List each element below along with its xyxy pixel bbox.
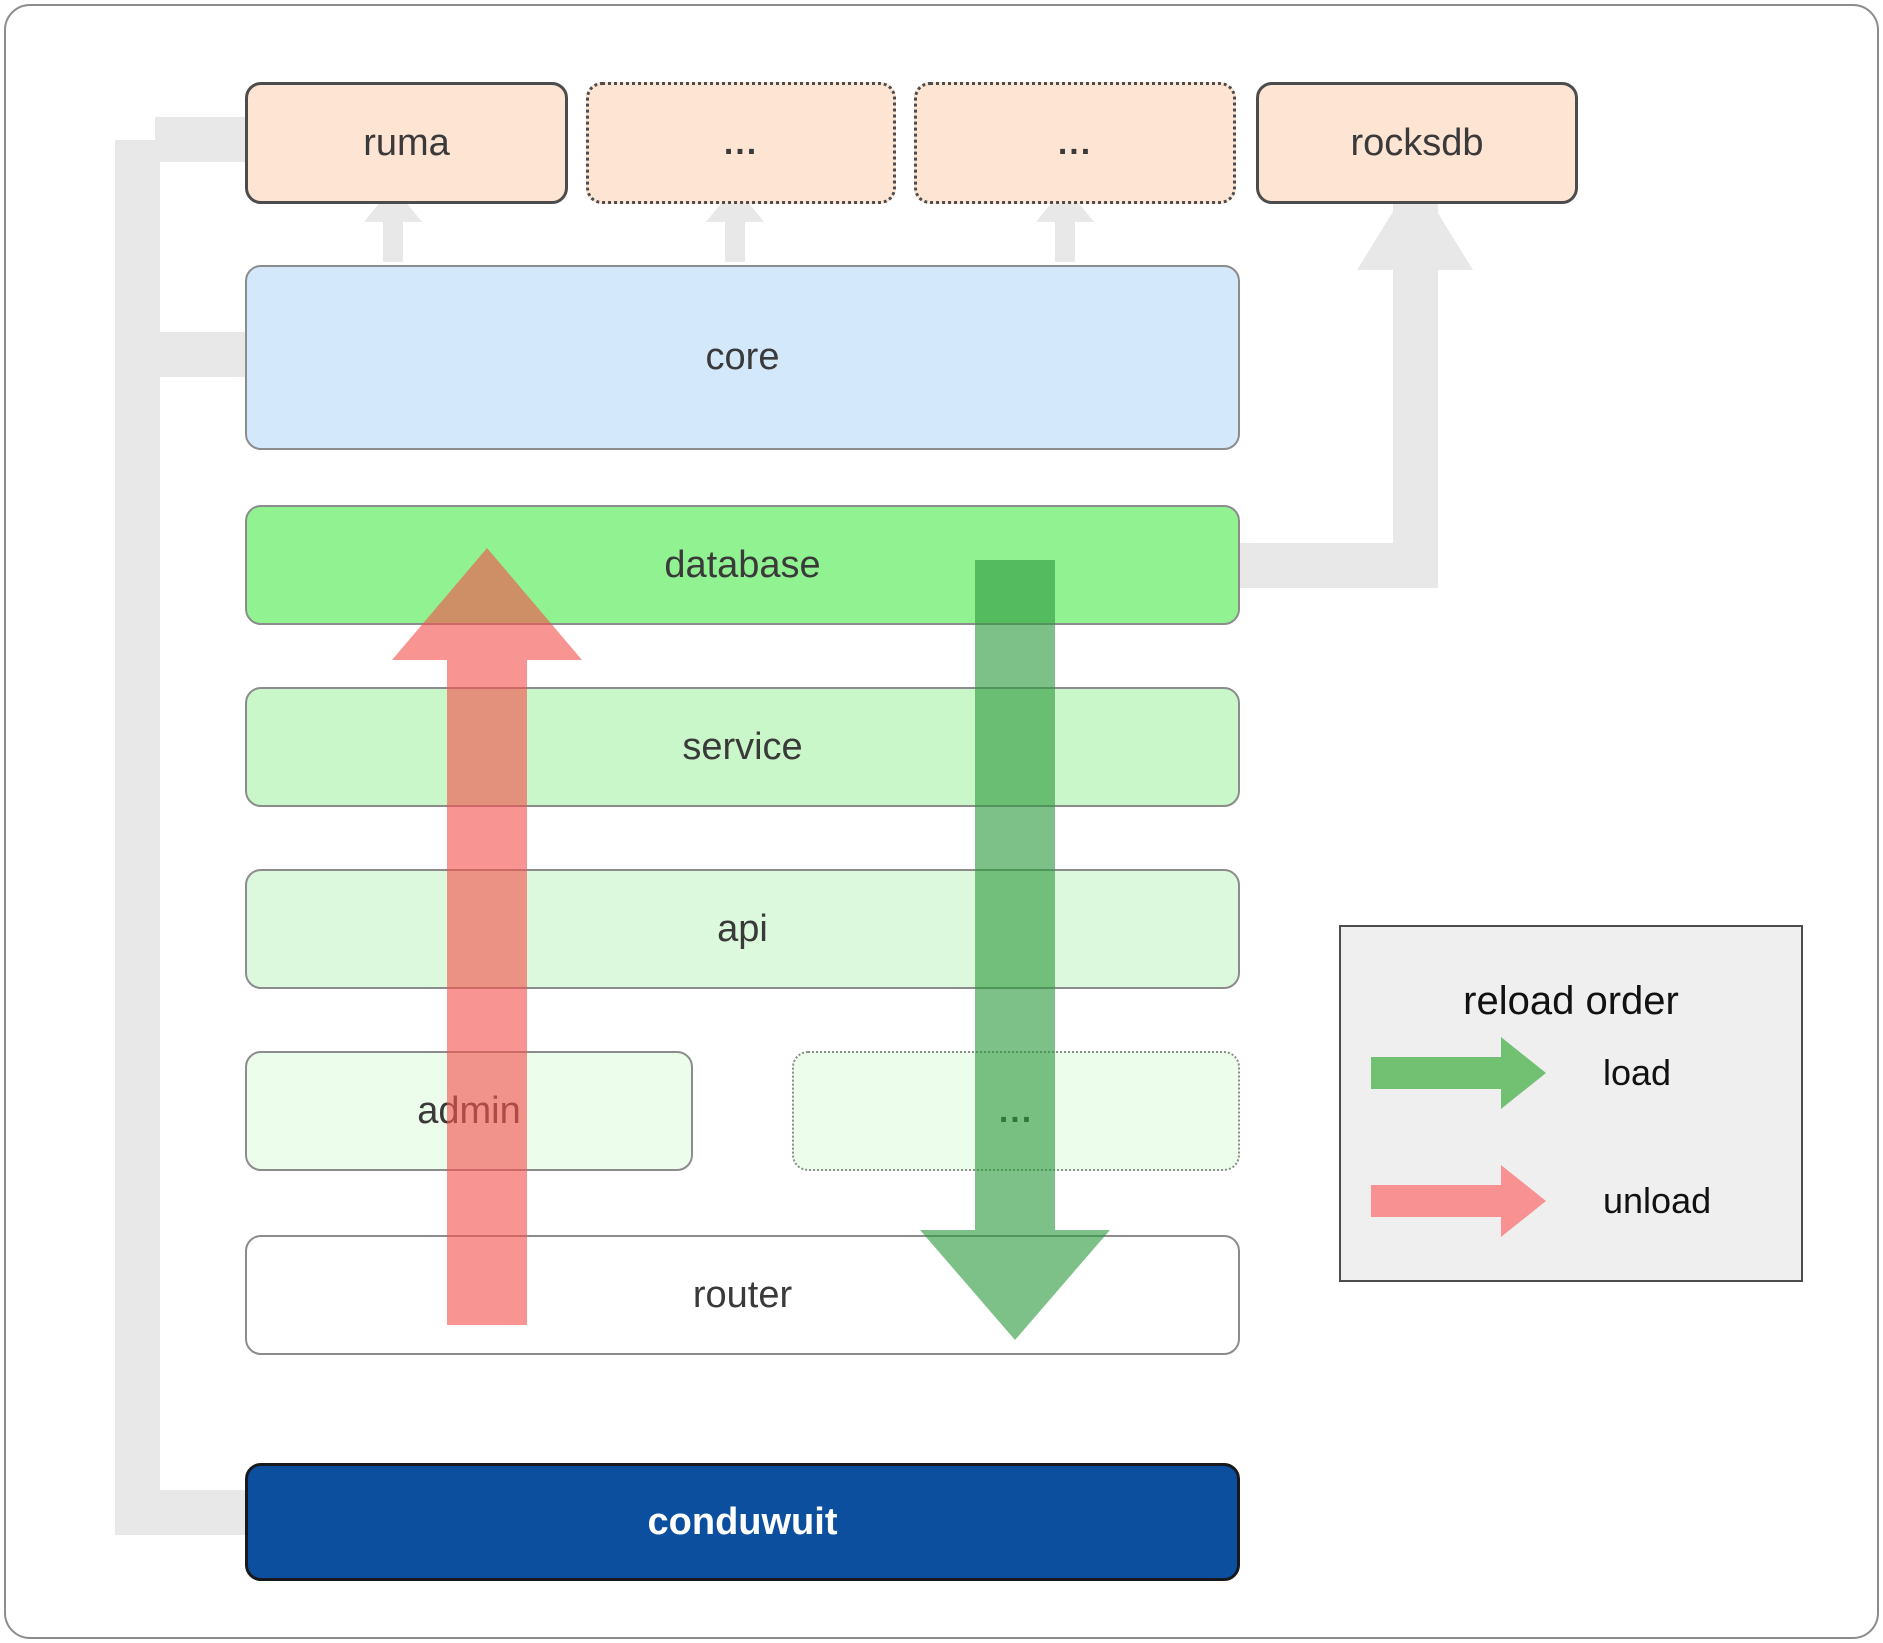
legend-swatches <box>1371 1037 1546 1237</box>
diagram-frame <box>4 4 1879 1639</box>
dependency-box-ellipsis-2[interactable]: ... <box>914 82 1236 204</box>
legend-label-load: load <box>1603 1052 1672 1093</box>
layer-box-ellipsis[interactable]: ... <box>792 1051 1240 1171</box>
app-box-conduwuit[interactable]: conduwuit <box>245 1463 1240 1581</box>
legend-panel: reload order load unload <box>1339 925 1803 1282</box>
layer-box-router[interactable]: router <box>245 1235 1240 1355</box>
legend-load-arrow-icon <box>1371 1037 1546 1109</box>
dependency-box-ellipsis-1[interactable]: ... <box>586 82 896 204</box>
dependency-box-rocksdb[interactable]: rocksdb <box>1256 82 1578 204</box>
dependency-box-ruma[interactable]: ruma <box>245 82 568 204</box>
layer-box-core[interactable]: core <box>245 265 1240 450</box>
layer-box-admin[interactable]: admin <box>245 1051 693 1171</box>
layer-box-database[interactable]: database <box>245 505 1240 625</box>
legend-label-unload: unload <box>1603 1180 1712 1221</box>
layer-box-service[interactable]: service <box>245 687 1240 807</box>
layer-box-api[interactable]: api <box>245 869 1240 989</box>
legend-unload-arrow-icon <box>1371 1165 1546 1237</box>
legend-title: reload order <box>1463 979 1679 1023</box>
